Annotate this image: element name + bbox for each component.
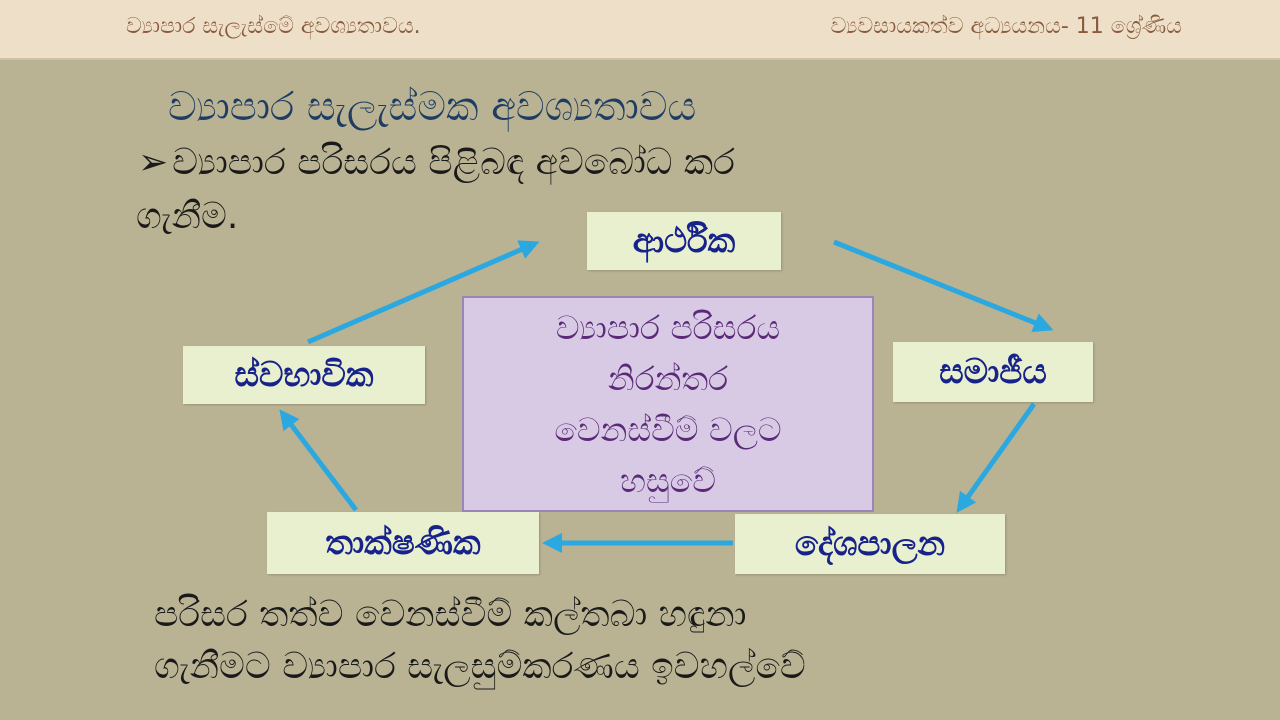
node-natural: ස්වභාවික [183,346,425,404]
arrow-economic-to-social [833,239,1054,333]
header-subject: ව්‍යවසායකත්ව අධ්‍යයනය- 11 ශ්‍රේණිය [830,14,1182,39]
arrow-natural-to-economic [307,240,540,345]
bullet-text-line-2: ගැනීම. [136,196,239,237]
header-topic: ව්‍යාපාර සැලැස්මේ අවශ්‍යතාවය. [126,14,421,39]
node-political: දේශපාලන [735,514,1005,574]
center-line-3: වෙනස්වීම් වලට [554,410,782,449]
arrow-bullet-icon: ➢ [138,142,169,183]
center-line-4: හසුවේ [620,461,716,500]
slide-title: ව්‍යාපාර සැලැස්මක අවශ්‍යතාවය [168,84,697,130]
slide-header: ව්‍යාපාර සැලැස්මේ අවශ්‍යතාවය. ව්‍යවසායකත… [0,0,1280,60]
node-economic: ආර්ථික [587,212,781,270]
note-line-2: ගැනීමට ව්‍යාපාර සැලසුම්කරණය ඉවහල්වේ [154,646,806,687]
center-line-2: නිරන්තර [607,359,729,398]
center-line-1: ව්‍යාපාර පරිසරය [555,308,781,347]
arrow-technological-to-natural [279,409,358,512]
bullet-text-line-1: ව්‍යාපාර පරිසරය පිළිබඳ අවබෝධ කර [172,142,735,183]
arrow-social-to-political [956,402,1037,513]
bullet-point: ➢ව්‍යාපාර පරිසරය පිළිබඳ අවබෝධ කර [138,142,735,184]
center-concept-box: ව්‍යාපාර පරිසරය නිරන්තර වෙනස්වීම් වලට හස… [462,296,874,512]
node-technological: තාක්ෂණික [267,512,539,574]
node-social: සමාජීය [893,342,1093,402]
note-line-1: පරිසර තත්ව වෙනස්වීම් කල්තබා හඳුනා [154,594,747,635]
